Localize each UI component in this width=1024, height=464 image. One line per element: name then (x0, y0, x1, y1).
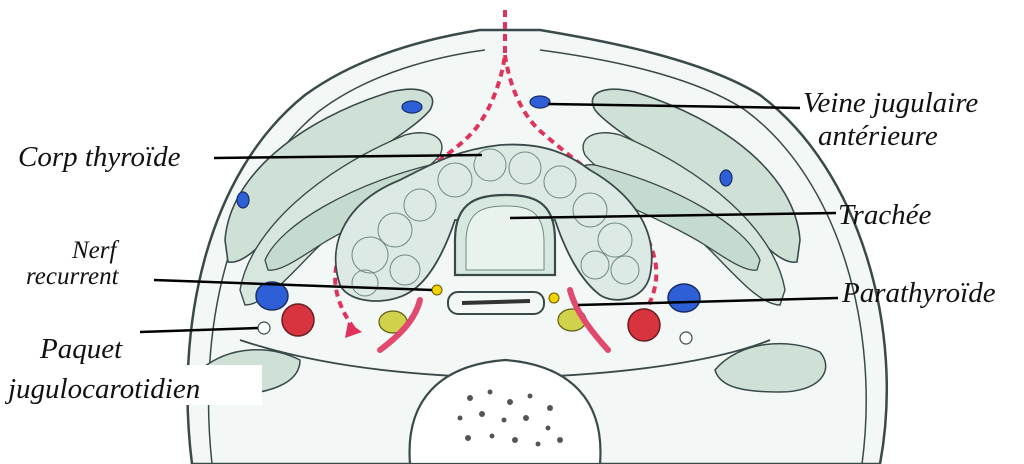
right-vagus-nerve (680, 332, 692, 344)
left-vagus-nerve (258, 322, 270, 334)
trachea-lumen (466, 206, 544, 270)
right-external-jugular-vein (720, 170, 732, 186)
left-internal-jugular-vein (256, 282, 288, 310)
label-recurrent: recurrent (26, 263, 120, 290)
label-paquet: Paquet (39, 333, 123, 365)
left-anterior-jugular-vein (402, 101, 422, 113)
esophagus-lumen (462, 301, 530, 303)
right-anterior-jugular-vein (530, 96, 550, 108)
right-internal-jugular-vein (668, 284, 700, 312)
label-nerf: Nerf (71, 237, 120, 264)
left-external-jugular-vein (237, 192, 249, 208)
right-recurrent-nerve (549, 293, 559, 303)
label-veine-jugulaire: Veine jugulaire (803, 87, 978, 119)
label-parathyroide: Parathyroïde (841, 277, 996, 309)
label-veine-anterieure: antérieure (818, 120, 938, 152)
left-common-carotid-artery (282, 304, 314, 336)
right-common-carotid-artery (628, 309, 660, 341)
label-trachee: Trachée (838, 199, 932, 231)
label-corp-thyroide: Corp thyroïde (18, 141, 181, 173)
label-jugulocarotidien: jugulocarotidien (4, 373, 200, 405)
left-recurrent-nerve (432, 285, 442, 295)
